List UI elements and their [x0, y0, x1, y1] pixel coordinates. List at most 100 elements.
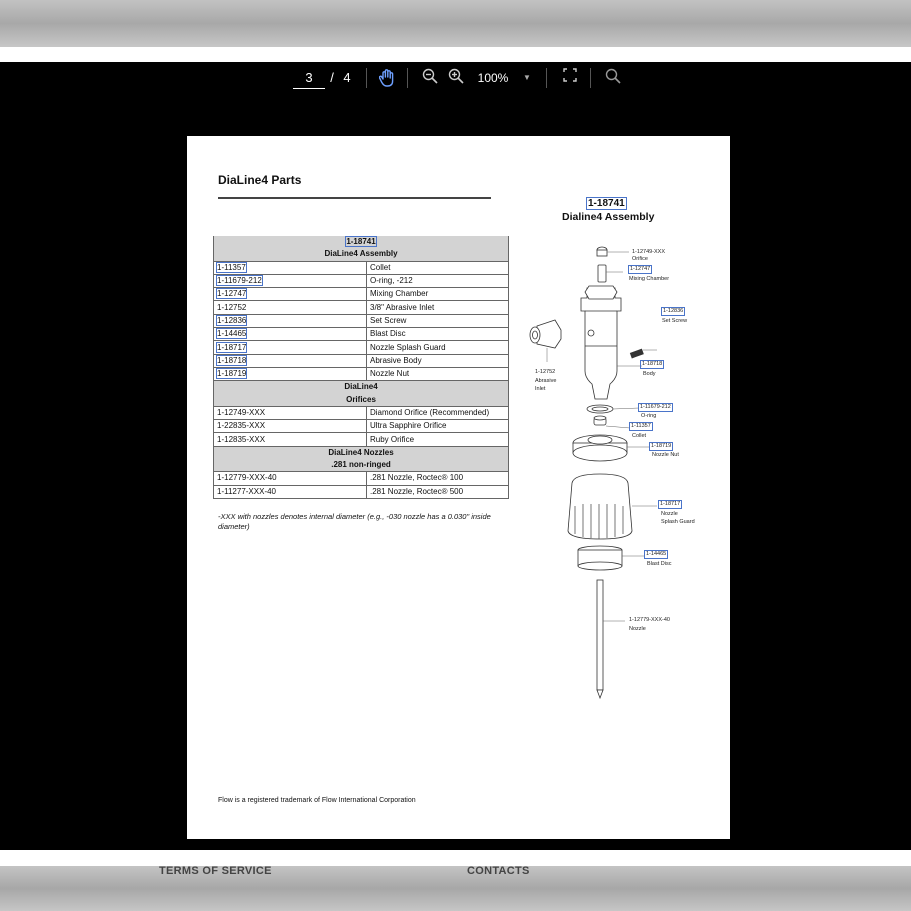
part-number-cell: 1-12835-XXX: [213, 432, 367, 447]
mixing-id-label[interactable]: 1-12747: [627, 265, 653, 274]
table-row: 1-12779-XXX-40.281 Nozzle, Roctec® 100: [213, 471, 509, 486]
part-number-cell: 1-11357: [213, 260, 367, 275]
orifice-id-label: 1-12749-XXX: [632, 249, 666, 255]
part-description: Nozzle Splash Guard: [366, 340, 509, 355]
setscrew-part: [629, 348, 644, 359]
terms-of-service-link[interactable]: TERMS OF SERVICE: [159, 865, 272, 877]
disc-id-label[interactable]: 1-14465: [643, 550, 669, 559]
part-number-cell: 1-22835-XXX: [213, 419, 367, 434]
part-number[interactable]: 1-11357: [216, 261, 247, 273]
nozzle-note: -XXX with nozzles denotes internal diame…: [218, 512, 491, 531]
nozzles-heading-1: DiaLine4 Nozzles: [213, 446, 509, 460]
total-pages: 4: [343, 70, 351, 85]
viewer-toolbar: 3 / 4 100% ▼: [0, 62, 911, 94]
mixing-chamber-part: [597, 264, 607, 283]
guard-name-label-1: Nozzle: [661, 511, 678, 517]
part-number: 1-12749-XXX: [217, 408, 266, 417]
part-number[interactable]: 1-11679-212: [216, 275, 263, 287]
table-row: 1-12749-XXX Diamond Orifice (Recommended): [213, 405, 509, 421]
zoom-in-icon[interactable]: [446, 68, 466, 88]
table-row: 1-12836 Set Screw: [213, 313, 509, 329]
part-description: Mixing Chamber: [366, 287, 509, 302]
orifices-heading-1: DiaLine4: [213, 380, 509, 394]
part-number[interactable]: 1-18718: [215, 354, 248, 366]
nozzle-name-label: Nozzle: [629, 626, 646, 632]
orifices-heading-2-text: Orifices: [346, 394, 376, 404]
zoom-out-icon[interactable]: [420, 68, 440, 88]
orifice-part-body: [596, 249, 608, 257]
part-number[interactable]: 1-18717: [215, 341, 248, 353]
mixing-name-label: Mixing Chamber: [629, 276, 670, 282]
part-number-cell: 1-12836: [213, 313, 367, 329]
part-description: Ultra Sapphire Orifice: [366, 419, 509, 434]
page-number-input[interactable]: 3: [293, 68, 325, 89]
part-description: Ruby Orifice: [366, 432, 509, 447]
part-number-cell: 1-12779-XXX-40: [213, 471, 367, 486]
part-description: Set Screw: [366, 313, 509, 329]
assembly-header-id: 1-18741: [213, 236, 509, 249]
table-row: 1-18717 Nozzle Splash Guard: [213, 340, 509, 355]
guard-id-label[interactable]: 1-18717: [657, 500, 683, 509]
inlet-name-label-1: Abrasive: [535, 378, 557, 384]
inlet-id-label: 1-12752: [535, 369, 556, 375]
zoom-level[interactable]: 100%: [477, 71, 509, 85]
section-header-row: Orifices: [213, 393, 509, 407]
assembly-header-name: DiaLine4 Assembly: [213, 248, 509, 262]
part-description: 3/8" Abrasive Inlet: [366, 300, 509, 315]
part-description: Nozzle Nut: [366, 366, 509, 382]
guard-name-label-2: Splash Guard: [661, 519, 695, 525]
chevron-down-icon[interactable]: ▼: [523, 73, 531, 82]
part-number: 1-11277-XXX-40: [217, 486, 276, 496]
part-number-cell: 1-14465: [213, 327, 367, 342]
part-number-cell: 1-11277-XXX-40: [213, 484, 367, 499]
part-description: Abrasive Body: [366, 353, 509, 368]
hex-nut-top: [584, 285, 618, 300]
search-icon[interactable]: [603, 68, 623, 88]
orifices-heading-1-text: DiaLine4: [344, 382, 378, 392]
toolbar-divider: [366, 68, 367, 88]
contacts-link[interactable]: CONTACTS: [467, 865, 530, 877]
part-number-cell: 1-18717: [213, 340, 367, 355]
section-header-row: DiaLine4 Assembly: [213, 248, 509, 262]
setscrew-id-label[interactable]: 1-12836: [660, 307, 686, 316]
part-number-cell: 1-18718: [213, 353, 367, 368]
table-row: 1-18718 Abrasive Body: [213, 353, 509, 368]
toolbar-divider: [590, 68, 591, 88]
page-separator: /: [330, 70, 334, 85]
part-number[interactable]: 1-14465: [215, 328, 248, 340]
part-number[interactable]: 1-12836: [215, 314, 248, 326]
inlet-part: [536, 319, 562, 349]
oring-id-label[interactable]: 1-11679-212: [638, 403, 673, 412]
body-name-label: Body: [643, 371, 656, 377]
table-row: 1-11277-XXX-40 .281 Nozzle, Roctec® 500: [213, 484, 509, 499]
setscrew-name-label: Set Screw: [662, 318, 688, 324]
assembly-id[interactable]: 1-18741: [586, 197, 627, 210]
orifice-name-label: Orifice: [632, 256, 648, 262]
section-header-row: .281 non-ringed: [213, 459, 509, 472]
nozzle-part: [596, 579, 604, 691]
nozzle-id-label: 1-12779-XXX-40: [629, 617, 670, 623]
body-id-label[interactable]: 1-18718: [639, 360, 665, 369]
nut-id-label[interactable]: 1-18719: [648, 442, 674, 451]
table-row: 1-18719 Nozzle Nut: [213, 366, 509, 382]
orifices-heading-2: Orifices: [213, 393, 509, 407]
part-description: .281 Nozzle, Roctec® 500: [366, 484, 509, 499]
section-header-row: DiaLine4: [213, 380, 509, 394]
hand-tool-icon[interactable]: [377, 68, 399, 88]
part-number[interactable]: 1-18719: [215, 368, 248, 380]
disc-name-label: Blast Disc: [647, 561, 672, 567]
collet-name-label: Collet: [632, 433, 647, 439]
fullscreen-icon[interactable]: [560, 68, 580, 88]
nozzles-heading-1-text: DiaLine4 Nozzles: [328, 447, 394, 457]
assembly-header-id-text[interactable]: 1-18741: [345, 236, 377, 248]
part-number-cell: 1-11679-212: [213, 273, 367, 289]
collet-id-label[interactable]: 1-11357: [629, 422, 653, 431]
part-description: Diamond Orifice (Recommended): [366, 405, 509, 421]
part-number[interactable]: 1-12747: [215, 288, 248, 300]
